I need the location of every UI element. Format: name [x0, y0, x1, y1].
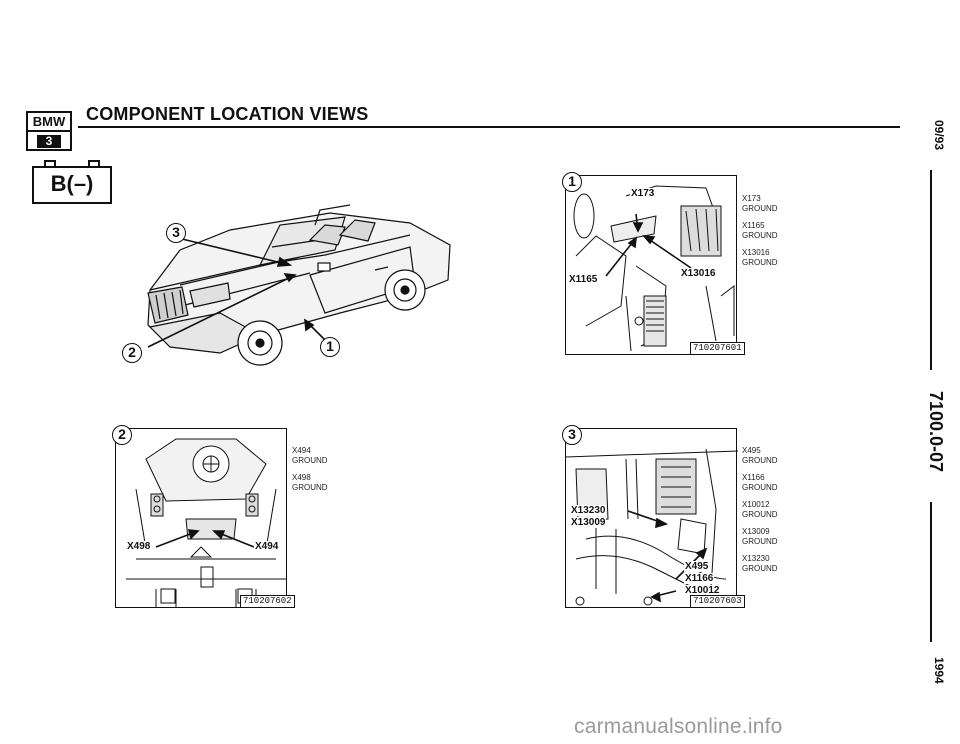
- label-x173: X173: [630, 188, 656, 199]
- detail-2-callout: 2: [112, 425, 132, 445]
- legend-name: X13016: [742, 248, 770, 257]
- legend-name: X13230: [742, 554, 770, 563]
- legend-type: GROUND: [292, 456, 328, 465]
- title-rule: [78, 126, 900, 128]
- detail-2-drawing: [126, 438, 286, 607]
- legend-name: X495: [742, 446, 761, 455]
- battery-terminal-right: [88, 160, 100, 166]
- legend-type: GROUND: [742, 483, 778, 492]
- legend-name: X173: [742, 194, 761, 203]
- label-x495: X495: [684, 561, 710, 572]
- sidebar-date: 09/93: [932, 119, 946, 151]
- legend-name: X494: [292, 446, 311, 455]
- car-overview-illustration: 3 2 1: [110, 195, 460, 370]
- convertible-car-drawing: [147, 204, 451, 366]
- legend-type: GROUND: [742, 231, 778, 240]
- site-watermark: carmanualsonline.info: [574, 715, 783, 738]
- detail-1-ref: 710207601: [690, 342, 745, 355]
- legend-type: GROUND: [742, 258, 778, 267]
- legend-name: X10012: [742, 500, 770, 509]
- legend-name: X498: [292, 473, 311, 482]
- bmw-series-logo: BMW 3: [26, 111, 72, 151]
- legend-name: X13009: [742, 527, 770, 536]
- legend-type: GROUND: [742, 510, 778, 519]
- sidebar-rule-bottom: [930, 502, 932, 642]
- battery-terminal-left: [44, 160, 56, 166]
- detail-3-ref: 710207603: [690, 595, 745, 608]
- detail-view-2: 2 X498 X494 710207602: [112, 425, 295, 608]
- sidebar-doc-number: 7100.0-07: [926, 391, 946, 473]
- label-x498: X498: [126, 541, 152, 552]
- detail-view-1: 1 X173 X1165 X13016 710207601: [562, 172, 745, 355]
- callout-1: 1: [320, 337, 340, 357]
- battery-negative-icon: B(–): [32, 160, 112, 204]
- legend-name: X1165: [742, 221, 765, 230]
- logo-brand: BMW: [28, 113, 70, 132]
- detail-2-ref: 710207602: [240, 595, 295, 608]
- label-x494: X494: [254, 541, 280, 552]
- legend-name: X1166: [742, 473, 765, 482]
- label-x13230: X13230: [570, 505, 607, 516]
- label-x10012: X10012: [684, 585, 721, 596]
- label-x13016: X13016: [680, 268, 717, 279]
- legend-type: GROUND: [742, 564, 778, 573]
- sidebar-year: 1994: [932, 656, 946, 684]
- detail-1-drawing: [573, 185, 735, 352]
- legend-type: GROUND: [742, 456, 778, 465]
- page-sidebar: 09/93 7100.0-07 1994: [916, 110, 946, 690]
- callout-3: 3: [166, 223, 186, 243]
- callout-2: 2: [122, 343, 142, 363]
- battery-label: B(–): [50, 171, 94, 196]
- detail-view-3: 3 X13230 X13009 X495 X1166 X10012 710207…: [562, 425, 745, 608]
- logo-series: 3: [37, 135, 61, 148]
- label-x1165: X1165: [568, 274, 599, 285]
- label-x1166: X1166: [684, 573, 715, 584]
- legend-type: GROUND: [742, 537, 778, 546]
- page-title: COMPONENT LOCATION VIEWS: [86, 104, 369, 124]
- label-x13009: X13009: [570, 517, 607, 528]
- legend-type: GROUND: [292, 483, 328, 492]
- sidebar-rule-top: [930, 170, 932, 370]
- detail-1-callout: 1: [562, 172, 582, 192]
- detail-3-callout: 3: [562, 425, 582, 445]
- legend-type: GROUND: [742, 204, 778, 213]
